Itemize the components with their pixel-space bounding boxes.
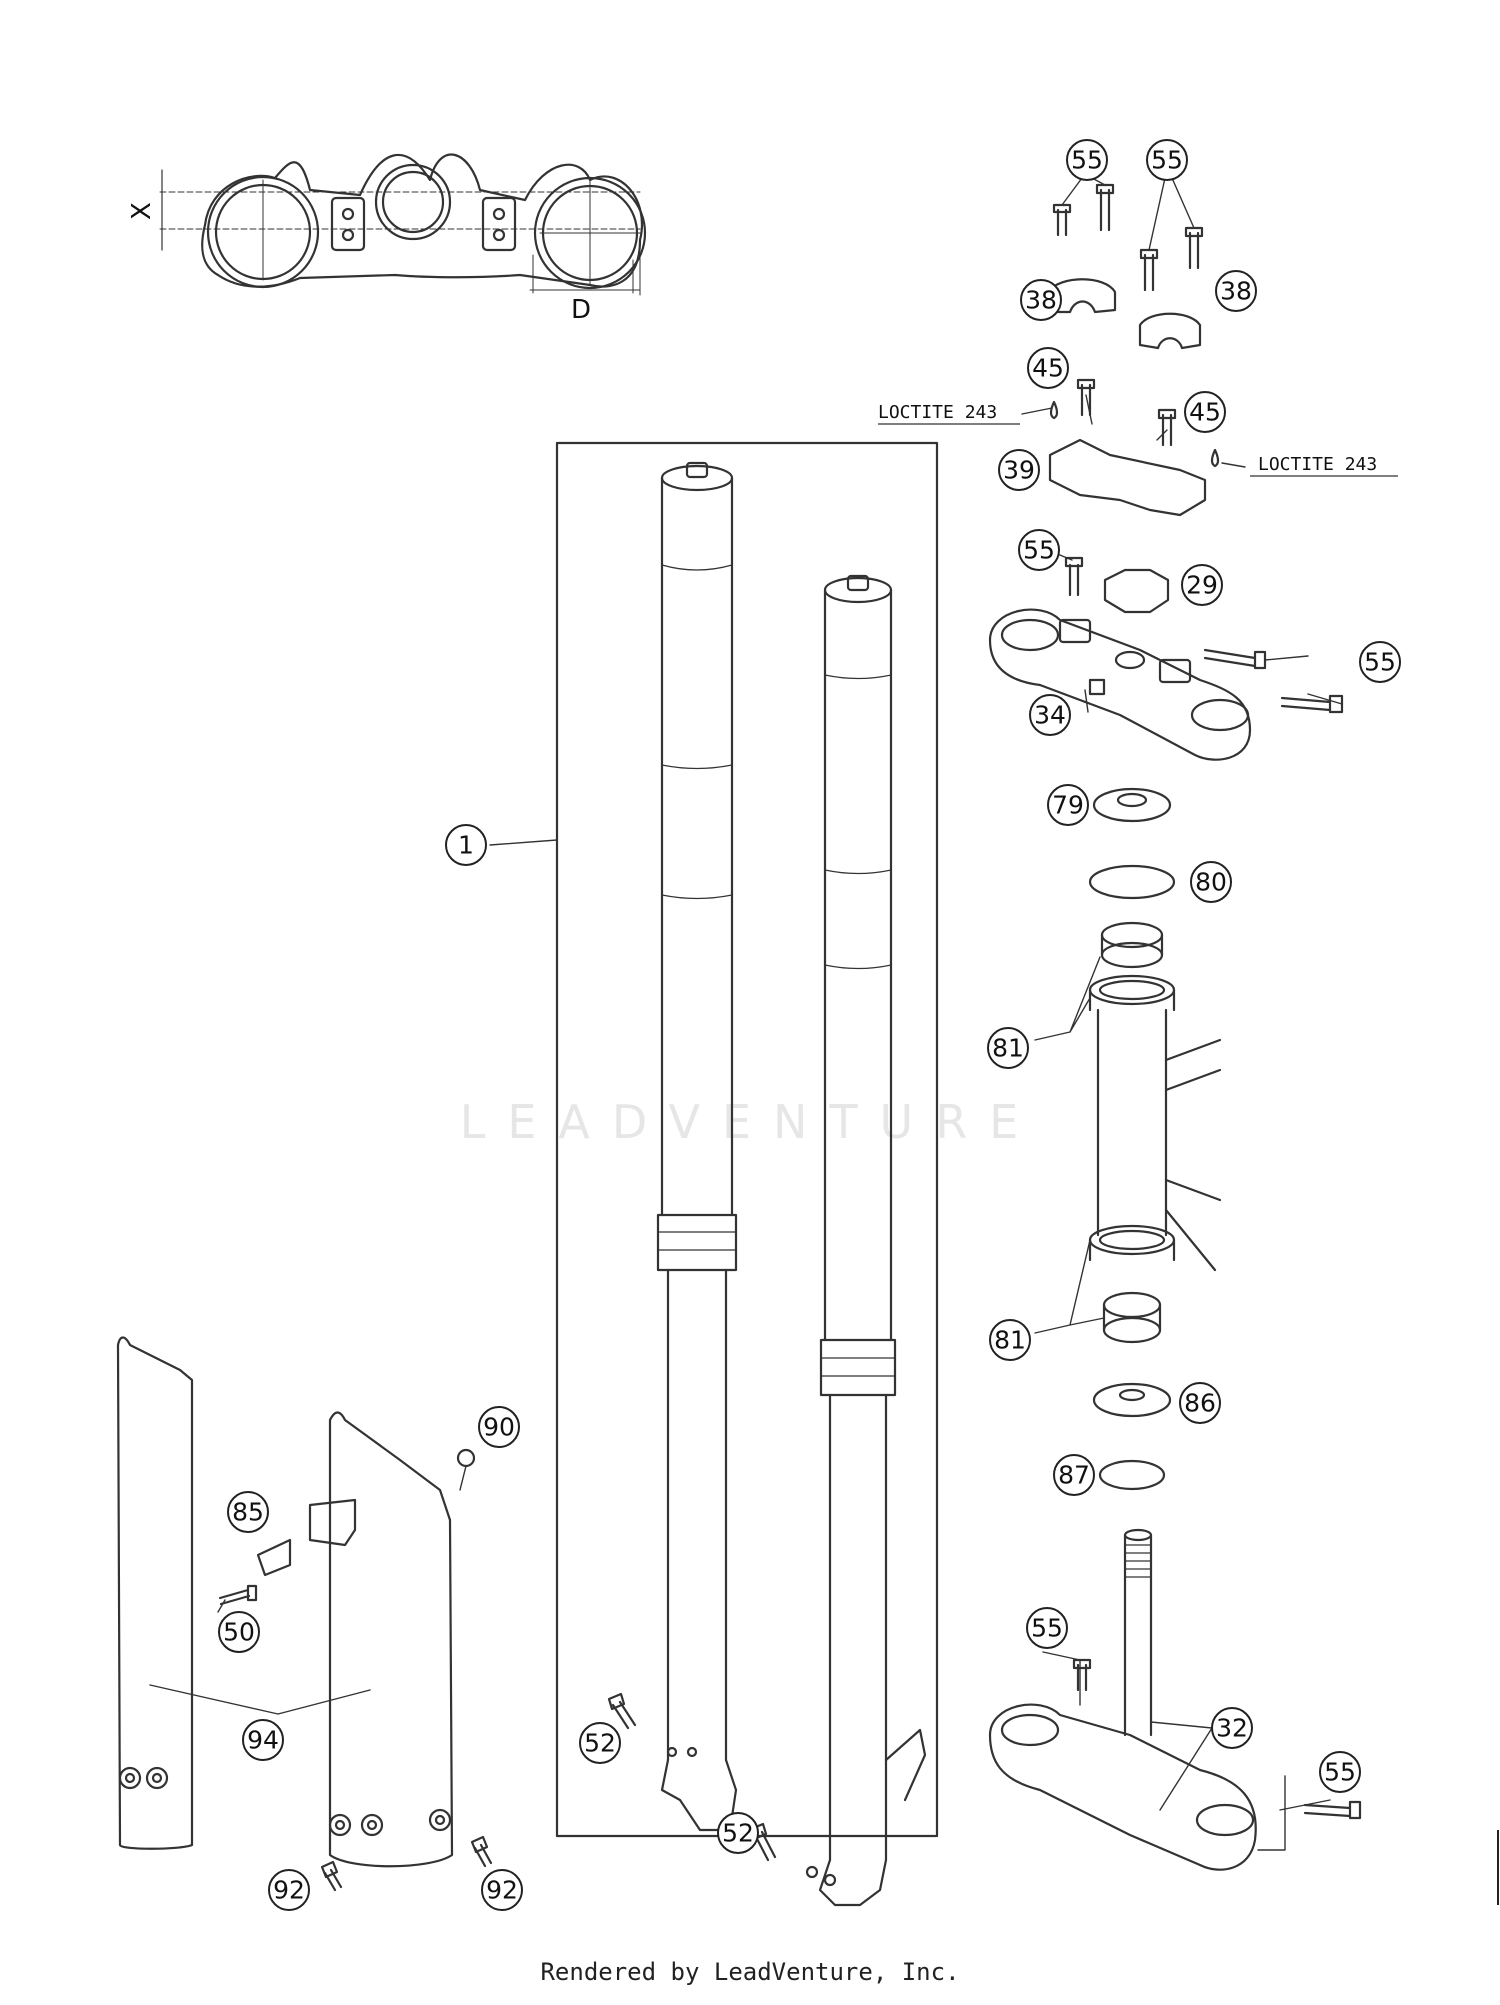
bearing-81-upper bbox=[1100, 921, 1164, 969]
callout-55-b: 55 bbox=[1151, 146, 1183, 175]
callout-80: 80 bbox=[1195, 868, 1227, 897]
upper-triple-clamp bbox=[988, 608, 1252, 761]
guard-bracket bbox=[308, 1498, 357, 1547]
pinch-bolt-lower bbox=[1280, 694, 1344, 714]
dimension-x-label: X bbox=[127, 202, 157, 220]
callout-55-c: 55 bbox=[1023, 536, 1055, 565]
handlebar-clamp-bolts bbox=[1052, 183, 1204, 292]
callout-92-a: 92 bbox=[273, 1876, 305, 1905]
callout-38-a: 38 bbox=[1025, 286, 1057, 315]
fork-leg-right bbox=[805, 574, 927, 1907]
stem-bolt-55 bbox=[1072, 1658, 1092, 1692]
callout-1: 1 bbox=[458, 831, 474, 860]
handlebar-clamp-left bbox=[1046, 278, 1117, 314]
callout-52-a: 52 bbox=[584, 1729, 616, 1758]
fork-leg-left bbox=[656, 461, 738, 1832]
callout-55-d: 55 bbox=[1364, 648, 1396, 677]
steering-head-frame bbox=[1088, 974, 1222, 1272]
bolt-45-left bbox=[1076, 378, 1096, 417]
washer-86 bbox=[1092, 1382, 1172, 1418]
steering-nut bbox=[1103, 568, 1170, 614]
callout-55-e: 55 bbox=[1031, 1614, 1063, 1643]
seal-80 bbox=[1088, 864, 1176, 900]
watermark: LEADVENTURE bbox=[459, 1095, 1041, 1149]
callout-79: 79 bbox=[1052, 791, 1084, 820]
callout-94: 94 bbox=[247, 1726, 279, 1755]
callout-50: 50 bbox=[223, 1618, 255, 1647]
callout-55-a: 55 bbox=[1071, 146, 1103, 175]
screw-52-left bbox=[607, 1692, 637, 1730]
loctite-note-right: LOCTITE 243 bbox=[1258, 454, 1377, 475]
callout-45-b: 45 bbox=[1189, 398, 1221, 427]
screw-50 bbox=[218, 1584, 258, 1606]
fork-guard-right bbox=[328, 1411, 454, 1868]
callout-85: 85 bbox=[232, 1498, 264, 1527]
leader-lines bbox=[149, 177, 1343, 1851]
handlebar-bridge bbox=[1048, 438, 1207, 517]
callout-38-b: 38 bbox=[1220, 277, 1252, 306]
loctite-drop-right bbox=[1210, 448, 1220, 468]
callout-45-a: 45 bbox=[1032, 354, 1064, 383]
pinch-bolt-upper bbox=[1203, 648, 1267, 670]
fork-guard-left bbox=[116, 1336, 194, 1850]
callout-87: 87 bbox=[1058, 1461, 1090, 1490]
callout-90: 90 bbox=[483, 1413, 515, 1442]
seal-87 bbox=[1098, 1459, 1166, 1491]
washer-79 bbox=[1092, 787, 1172, 823]
callout-86: 86 bbox=[1184, 1389, 1216, 1418]
callout-92-b: 92 bbox=[486, 1876, 518, 1905]
callout-markers bbox=[218, 139, 1401, 1911]
callout-81-b: 81 bbox=[994, 1326, 1026, 1355]
guard-clamp-85 bbox=[256, 1538, 292, 1577]
screw-92-left bbox=[320, 1860, 343, 1892]
screw-92-right bbox=[470, 1835, 493, 1868]
triple-clamp-dimension-view bbox=[159, 153, 647, 296]
stem-pinch-bolt-55 bbox=[1303, 1800, 1362, 1820]
callout-81-a: 81 bbox=[992, 1034, 1024, 1063]
nut-90 bbox=[456, 1448, 476, 1468]
dimension-d-label: D bbox=[571, 295, 591, 325]
callout-32: 32 bbox=[1216, 1714, 1248, 1743]
callout-52-b: 52 bbox=[722, 1819, 754, 1848]
footer-credit: Rendered by LeadVenture, Inc. bbox=[540, 1958, 960, 1986]
callout-39: 39 bbox=[1003, 456, 1035, 485]
loctite-note-left: LOCTITE 243 bbox=[878, 402, 997, 423]
fork-assembly-box bbox=[555, 441, 939, 1838]
callout-34: 34 bbox=[1034, 701, 1066, 730]
callout-29: 29 bbox=[1186, 571, 1218, 600]
bolt-45-right bbox=[1157, 408, 1177, 447]
loctite-drop-left bbox=[1049, 400, 1059, 420]
pinch-bolt-55 bbox=[1064, 556, 1084, 597]
handlebar-clamp-right bbox=[1138, 312, 1202, 350]
callout-55-f: 55 bbox=[1324, 1758, 1356, 1787]
bearing-81-lower bbox=[1102, 1291, 1162, 1344]
steering-stem bbox=[988, 1528, 1257, 1871]
